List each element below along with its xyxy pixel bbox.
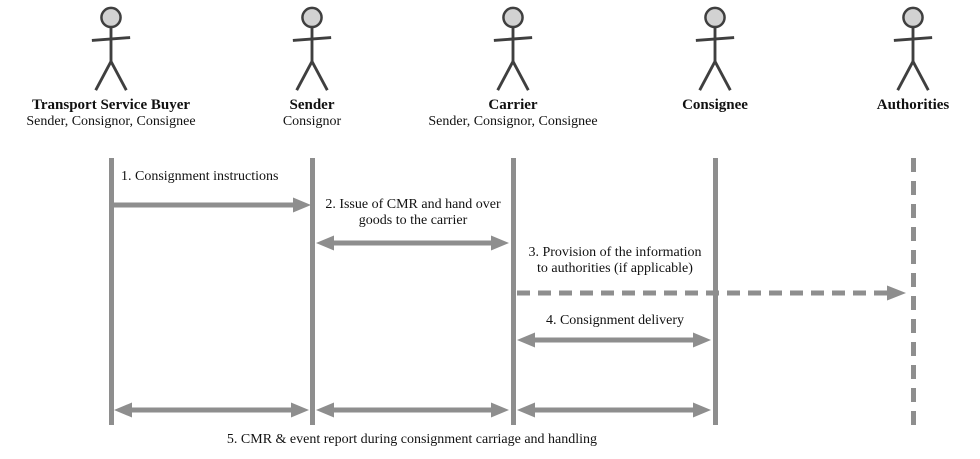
- arrow-cmr-event-report-sender-carrier: [316, 402, 509, 418]
- arrow-cmr-event-report-carrier-consignee: [517, 402, 711, 418]
- person-icon: [292, 6, 332, 91]
- message-label-2-line2: goods to the carrier: [358, 213, 468, 228]
- arrow-consignment-delivery: [517, 332, 711, 348]
- message-label-3: 3. Provision of the information to autho…: [516, 245, 714, 277]
- message-label-4: 4. Consignment delivery: [545, 313, 685, 328]
- message-label-2-line1: 2. Issue of CMR and hand over: [325, 197, 501, 212]
- actor-roles: Sender, Consignor, Consignee: [26, 114, 196, 129]
- actor-transport-service-buyer: Transport Service Buyer Sender, Consigno…: [5, 6, 217, 130]
- lifeline-consignee: [713, 158, 718, 425]
- actor-name: Authorities: [876, 97, 950, 113]
- message-label-3-line2: to authorities (if applicable): [537, 261, 693, 276]
- actor-authorities: Authorities: [807, 6, 980, 114]
- actor-name: Carrier: [488, 97, 538, 113]
- person-icon: [893, 6, 933, 91]
- person-icon: [91, 6, 131, 91]
- message-label-3-line1: 3. Provision of the information: [528, 245, 702, 260]
- arrow-cmr-event-report-buyer-sender: [114, 402, 309, 418]
- lifeline-authorities: [911, 158, 916, 432]
- actor-roles: Sender, Consignor, Consignee: [428, 114, 598, 129]
- actor-name: Sender: [289, 97, 335, 113]
- person-icon: [493, 6, 533, 91]
- person-icon: [695, 6, 735, 91]
- actor-name: Consignee: [682, 97, 748, 113]
- arrow-issue-of-cmr: [316, 235, 509, 251]
- actor-roles: Consignor: [282, 114, 342, 129]
- arrow-provision-to-authorities: [517, 285, 906, 301]
- message-label-1: 1. Consignment instructions: [121, 169, 279, 184]
- lifeline-transport-service-buyer: [109, 158, 114, 425]
- actor-carrier: Carrier Sender, Consignor, Consignee: [407, 6, 619, 130]
- message-label-2: 2. Issue of CMR and hand over goods to t…: [313, 197, 513, 229]
- arrow-consignment-instructions: [114, 197, 311, 213]
- message-label-5: 5. CMR & event report during consignment…: [226, 432, 598, 447]
- lifeline-sender: [310, 158, 315, 425]
- actor-sender: Sender Consignor: [206, 6, 418, 130]
- actor-consignee: Consignee: [609, 6, 821, 114]
- lifeline-carrier: [511, 158, 516, 425]
- actor-name: Transport Service Buyer: [31, 97, 191, 113]
